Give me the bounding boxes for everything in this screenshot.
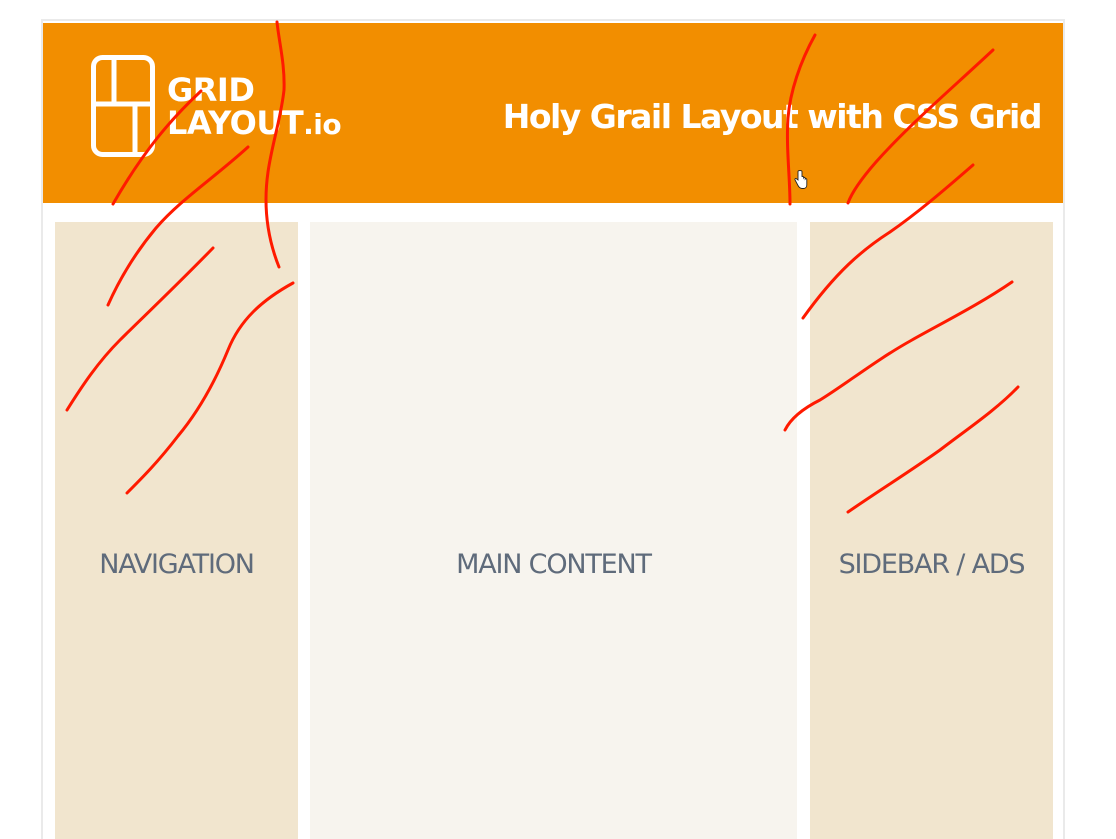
- hand-pointer-icon: [794, 170, 808, 195]
- logo-line-layout: LAYOUT.io: [167, 103, 342, 142]
- logo-suffix: .io: [303, 107, 342, 141]
- logo-layout-text: LAYOUT: [167, 103, 304, 142]
- site-header: GRID LAYOUT.io Holy Grail Layout with CS…: [43, 23, 1063, 203]
- navigation-column: NAVIGATION: [55, 222, 298, 839]
- page-frame: GRID LAYOUT.io Holy Grail Layout with CS…: [41, 19, 1065, 839]
- main-content-column: MAIN CONTENT: [310, 222, 797, 839]
- logo-line-grid: GRID: [167, 70, 255, 109]
- sidebar-label: SIDEBAR / ADS: [838, 549, 1026, 580]
- grid-logo-icon: [91, 55, 155, 159]
- site-logo[interactable]: GRID LAYOUT.io: [91, 55, 342, 159]
- page-title: Holy Grail Layout with CSS Grid: [502, 97, 1043, 136]
- navigation-label: NAVIGATION: [99, 549, 255, 580]
- sidebar-column: SIDEBAR / ADS: [810, 222, 1053, 839]
- logo-wordmark: GRID LAYOUT.io: [167, 70, 342, 142]
- main-content-label: MAIN CONTENT: [456, 549, 652, 580]
